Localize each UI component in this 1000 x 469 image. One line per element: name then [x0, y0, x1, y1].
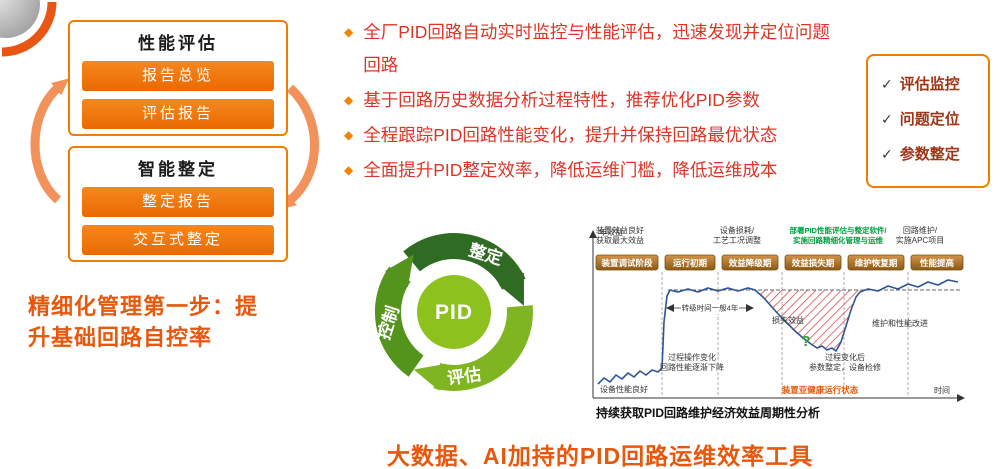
annotation-device-good: 设备性能良好 [600, 384, 648, 394]
pid-cycle-diagram: PID 整定 控制 评估 [373, 233, 533, 391]
annotation-decline: 回路性能逐渐下降 [660, 362, 724, 372]
loss-hatch-area [755, 290, 860, 351]
tuning-report-button[interactable]: 整定报告 [82, 187, 274, 217]
list-item: ✓ 问题定位 [881, 102, 988, 137]
phase-box [664, 254, 716, 271]
orange-ring-decoration [1, 1, 57, 57]
check-icon: ✓ [881, 76, 893, 92]
annotation-wear: 设备损耗/ [720, 225, 755, 235]
performance-evaluation-panel: 性能评估 报告总览 评估报告 [68, 20, 288, 136]
performance-panel-title: 性能评估 [138, 34, 218, 53]
cycle-time-label: 转级时间一般4年 [682, 303, 739, 313]
phase-box [784, 254, 842, 271]
annotation-deploy: 实施回路精细化管理与运维 [793, 235, 883, 245]
check-item-label: 评估监控 [899, 76, 960, 93]
phase-label: 效益损失期 [792, 258, 835, 268]
phase-label: 装置调试阶段 [600, 258, 653, 268]
cycle-arrow-up-icon [30, 78, 70, 204]
list-item: ✓ 参数整定 [881, 137, 988, 172]
cycle-arc-tuning [403, 233, 526, 306]
phase-label: 运行初期 [673, 258, 708, 268]
report-overview-button[interactable]: 报告总览 [82, 61, 274, 91]
benefit-lifecycle-chart: 年效益 时间 装置效益良好 获取最大效益 设备损耗/ 工艺工况调整 部署PID性… [589, 225, 965, 402]
annotation-benefit: 获取最大效益 [596, 235, 644, 245]
corner-ribbon-decoration [0, 0, 57, 57]
cycle-label-tuning: 整定 [467, 240, 505, 269]
x-axis-label: 时间 [934, 385, 950, 395]
diamond-bullet-icon: ◆ [344, 93, 354, 107]
bullet-text: 全面提升PID整定效率，降低运维门槛，降低运维成本 [363, 160, 778, 180]
interactive-tuning-button[interactable]: 交互式整定 [82, 225, 274, 255]
diamond-bullet-icon: ◆ [344, 128, 354, 142]
phase-box [595, 254, 659, 271]
pid-center-circle [417, 275, 491, 349]
diamond-bullet-icon: ◆ [344, 163, 354, 177]
cycle-time-label-bg [681, 301, 739, 314]
annotation-maintain: 回路维护/ [903, 225, 938, 235]
phase-box [721, 254, 779, 271]
left-heading-line1: 精细化管理第一步：提 [28, 294, 259, 319]
left-heading-line2: 升基础回路自控率 [28, 325, 213, 350]
bullet-text: 基于回路历史数据分析过程特性，推荐优化PID参数 [363, 90, 760, 110]
annotation-improve: 维护和性能改进 [872, 318, 928, 328]
tuning-panel-title: 智能整定 [138, 160, 218, 179]
annotation-wear: 工艺工况调整 [713, 235, 761, 245]
pid-center-label: PID [435, 301, 473, 324]
capability-checklist: ✓ 评估监控 ✓ 问题定位 ✓ 参数整定 [866, 54, 990, 188]
phase-label: 性能提高 [920, 258, 955, 268]
y-axis-label: 年效益 [599, 227, 623, 237]
cycle-arc-evaluation [413, 305, 533, 391]
list-item: ◆ 全厂PID回路自动实时监控与性能评估，迅速发现并定位问题回路 [344, 16, 852, 82]
check-item-label: 参数整定 [899, 146, 960, 163]
annotation-decline: 过程操作变化 [668, 352, 716, 362]
annotation-retune: 过程变化后 [825, 352, 865, 362]
cycle-arrow-down-icon [278, 84, 319, 210]
question-mark: ? [801, 333, 810, 350]
intelligent-tuning-panel: 智能整定 整定报告 交互式整定 [68, 146, 288, 262]
phase-label: 效益降级期 [729, 258, 772, 268]
bullet-text: 全程跟踪PID回路性能变化，提升并保持回路最优状态 [363, 125, 778, 145]
cycle-arc-control [374, 254, 424, 377]
annotation-maintain: 实施APC项目 [896, 235, 944, 245]
panel-cycle-arrows [30, 78, 319, 210]
list-item: ◆ 全面提升PID整定效率，降低运维门槛，降低运维成本 [344, 154, 852, 187]
phase-label: 维护恢复期 [855, 258, 898, 268]
annotation-retune: 参数整定，设备检修 [809, 362, 881, 372]
check-icon: ✓ [881, 146, 893, 162]
annotation-loss: 损失效益 [772, 315, 804, 325]
gray-sphere-decoration [0, 0, 40, 38]
benefit-curve-line [597, 279, 959, 385]
annotation-deploy: 部署PID性能评估与整定软件/ [789, 225, 887, 235]
chart-caption: 持续获取PID回路维护经济效益周期性分析 [596, 406, 821, 420]
check-item-label: 问题定位 [899, 111, 960, 128]
annotation-benefit: 装置效益良好 [596, 225, 644, 235]
annotation-subhealth: 装置亚健康运行状态 [781, 385, 859, 395]
phase-box [910, 254, 964, 271]
feature-bullet-list: ◆ 全厂PID回路自动实时监控与性能评估，迅速发现并定位问题回路 ◆ 基于回路历… [344, 16, 852, 189]
phase-box [847, 254, 905, 271]
list-item: ◆ 基于回路历史数据分析过程特性，推荐优化PID参数 [344, 84, 852, 117]
evaluation-report-button[interactable]: 评估报告 [82, 99, 274, 129]
list-item: ✓ 评估监控 [881, 67, 988, 102]
cycle-label-evaluation: 评估 [446, 364, 482, 389]
diamond-bullet-icon: ◆ [344, 25, 354, 39]
list-item: ◆ 全程跟踪PID回路性能变化，提升并保持回路最优状态 [344, 119, 852, 152]
footer-title: 大数据、AI加持的PID回路运维效率工具 [386, 443, 814, 469]
left-heading: 精细化管理第一步：提 升基础回路自控率 [28, 291, 338, 353]
check-icon: ✓ [881, 111, 893, 127]
bullet-text: 全厂PID回路自动实时监控与性能评估，迅速发现并定位问题回路 [363, 22, 830, 75]
